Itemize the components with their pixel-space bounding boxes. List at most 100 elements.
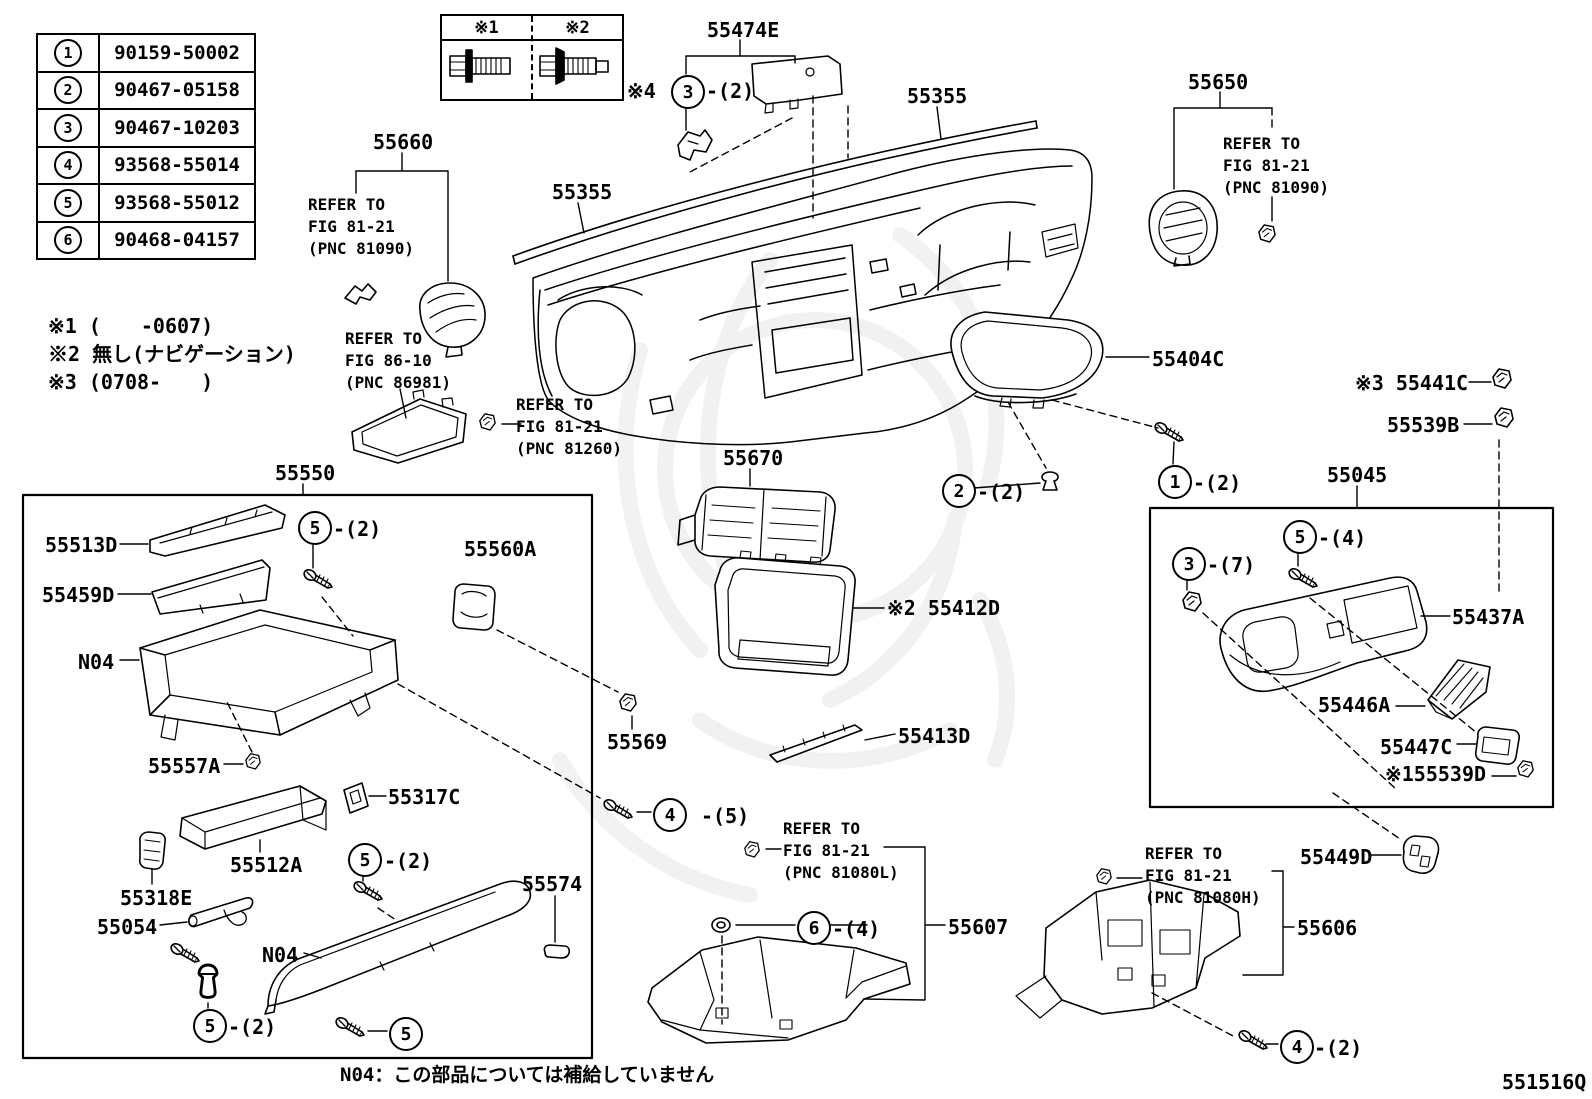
clip-icon — [479, 413, 496, 431]
callout-circle-4: 4 — [1280, 1030, 1314, 1064]
callout-circle-3: 3 — [1172, 547, 1206, 581]
glovebox-upper-drawing — [139, 609, 399, 741]
part-label-55557A: 55557A — [148, 754, 221, 778]
clip-icon — [1492, 368, 1512, 389]
callout-key-4: 4 — [54, 151, 82, 180]
part-label-55413D: 55413D — [898, 724, 971, 748]
part-55512A-drawing — [179, 785, 327, 850]
part-label-55512A: 55512A — [230, 853, 303, 877]
part-label-55437A: 55437A — [1452, 605, 1525, 629]
part-55660-drawing — [419, 282, 486, 358]
part-55606-drawing — [1015, 879, 1241, 1019]
part-number-cell: 90159-50002 — [114, 41, 240, 64]
part-55670-drawing — [677, 486, 836, 563]
part-55054-drawing — [188, 897, 254, 928]
clip-icon — [1517, 760, 1534, 778]
callout-qty: -(2) — [1314, 1036, 1363, 1060]
screw-icon — [1236, 1027, 1268, 1050]
callout-prefix: ※4 — [627, 79, 656, 103]
screw-icon — [301, 566, 333, 589]
callout-key-3: 3 — [54, 113, 82, 142]
part-label-55539B: 55539B — [1387, 413, 1460, 437]
bolt-icon — [539, 47, 609, 85]
part-label-55670: 55670 — [723, 446, 784, 470]
screw-icon — [1152, 419, 1184, 442]
part-55449D-drawing — [1402, 835, 1440, 874]
part-label-55449D: 55449D — [1300, 845, 1373, 869]
callout-qty: -(7) — [1207, 553, 1256, 577]
part-number-cell: 93568-55014 — [114, 154, 240, 177]
part-label-55412D: ※2 55412D — [887, 596, 1001, 620]
part-label-55474E: 55474E — [707, 18, 780, 42]
part-label-55574: 55574 — [522, 872, 583, 896]
note-1: ※1 ( -0607) — [48, 314, 214, 338]
part-label-55569: 55569 — [607, 730, 668, 754]
note-3: ※3 (0708- ) — [48, 370, 214, 394]
callout-qty: -(2) — [977, 480, 1026, 504]
part-label-55459D: 55459D — [42, 583, 115, 607]
part-86981-tray-drawing — [351, 389, 467, 464]
part-label-55606: 55606 — [1297, 916, 1358, 940]
callout-circle-2: 2 — [942, 474, 976, 508]
legend-header-1: ※1 — [442, 16, 531, 41]
part-label-55607: 55607 — [948, 915, 1009, 939]
screw-icon — [351, 878, 383, 901]
bolt-icon — [449, 49, 511, 83]
lower-panel-group-frame — [1148, 506, 1555, 809]
clip-icon — [744, 841, 760, 858]
clip-icon — [1182, 591, 1202, 612]
screw-icon — [1286, 565, 1318, 588]
part-label-55650: 55650 — [1188, 70, 1249, 94]
callout-circle-5: 5 — [298, 511, 332, 545]
callout-qty: -(2) — [333, 517, 382, 541]
part-55513D-drawing — [149, 504, 286, 557]
grommet-icon — [711, 917, 731, 933]
part-55404C-drawing — [950, 311, 1104, 409]
part-number-cell: 90468-04157 — [114, 229, 240, 252]
fastener-icon — [1041, 471, 1059, 491]
clip-icon — [1494, 407, 1514, 428]
part-55447C-drawing — [1474, 726, 1520, 765]
part-number-cell: 90467-10203 — [114, 116, 240, 139]
part-label-55550: 55550 — [275, 461, 336, 485]
callout-qty: -(2) — [1193, 471, 1242, 495]
part-label-N04: N04 — [262, 943, 299, 967]
callout-circle-4: 4 — [653, 798, 687, 832]
callout-circle-5: 5 — [193, 1009, 227, 1043]
callout-circle-5: 5 — [348, 843, 382, 877]
part-label-55660: 55660 — [373, 130, 434, 154]
part-55574-drawing — [543, 944, 571, 959]
screw-icon — [333, 1014, 365, 1037]
part-55607-drawing — [647, 936, 911, 1044]
callout-circle-5: 5 — [1283, 520, 1317, 554]
callout-qty: -(2) — [228, 1015, 277, 1039]
callout-qty: -(2) — [384, 849, 433, 873]
clip-icon — [344, 283, 377, 305]
callout-qty: -(2) — [706, 79, 755, 103]
part-55474E-drawing — [751, 55, 843, 114]
diagram-code: 551516Q — [1502, 1070, 1587, 1094]
screw-icon — [168, 940, 200, 963]
clip-icon — [677, 129, 713, 161]
glovebox-door-drawing — [264, 880, 532, 1015]
callout-circle-5: 5 — [389, 1017, 423, 1051]
clip-icon — [619, 693, 637, 712]
part-label-55539D: ※155539D — [1385, 762, 1487, 786]
callout-key-5: 5 — [54, 188, 82, 217]
supply-note: N04：この部品については補給していません — [340, 1064, 715, 1086]
part-label-N04: N04 — [78, 650, 115, 674]
glovebox-group-frame — [21, 493, 594, 1060]
part-55560A-drawing — [452, 583, 496, 631]
part-55412D-drawing — [714, 550, 856, 676]
callout-circle-6: 6 — [797, 911, 831, 945]
